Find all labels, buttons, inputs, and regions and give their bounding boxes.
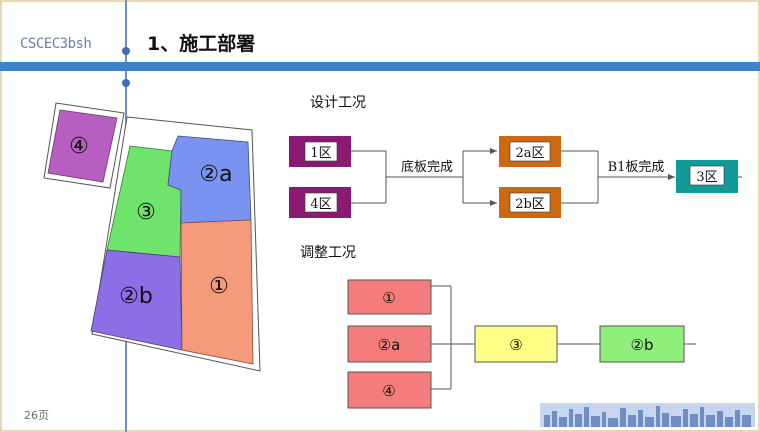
design-heading: 设计工况 (310, 95, 366, 111)
zone-4 (47, 109, 118, 183)
adjusted-zone2a-label: ②a (378, 336, 401, 354)
rule-dot (122, 47, 130, 55)
zone4-label: ④ (69, 134, 89, 159)
page-title: 1、施工部署 (147, 33, 256, 55)
adjusted-zone4-label: ④ (382, 382, 395, 400)
page-number: 26页 (24, 409, 49, 422)
zone-2a (167, 135, 252, 224)
design-zone2b-label: 2b区 (515, 197, 545, 212)
design-zone2a-label: 2a区 (515, 146, 544, 161)
zone-1 (180, 219, 254, 365)
zone2b-label: ②b (119, 284, 153, 309)
design-zone4-label: 4区 (310, 197, 331, 212)
adjusted-zone2b-box (599, 325, 685, 363)
zone2a-label: ②a (199, 162, 232, 187)
adjusted-heading: 调整工况 (300, 245, 356, 261)
design-zone1-label: 1区 (310, 146, 331, 161)
adjusted-zone2a-box (347, 325, 432, 363)
adjusted-zone1-box (347, 279, 432, 315)
header-bar (0, 62, 760, 71)
adjusted-zone1-label: ① (382, 289, 395, 307)
b1-done-label: B1板完成 (608, 160, 665, 175)
zone3-label: ③ (136, 200, 156, 225)
floor-done-label: 底板完成 (401, 159, 453, 175)
skyline-decoration-icon (540, 403, 755, 427)
adjusted-zone4-box (347, 371, 432, 409)
zone1-label: ① (209, 274, 229, 299)
adjusted-zone3-box (474, 325, 558, 363)
rule-dot (122, 79, 130, 87)
design-zone3-label: 3区 (696, 170, 717, 185)
adjusted-zone2b-label: ②b (631, 336, 654, 354)
adjusted-zone3-label: ③ (509, 336, 522, 354)
company-logo: CSCEC3bsh (20, 36, 92, 52)
